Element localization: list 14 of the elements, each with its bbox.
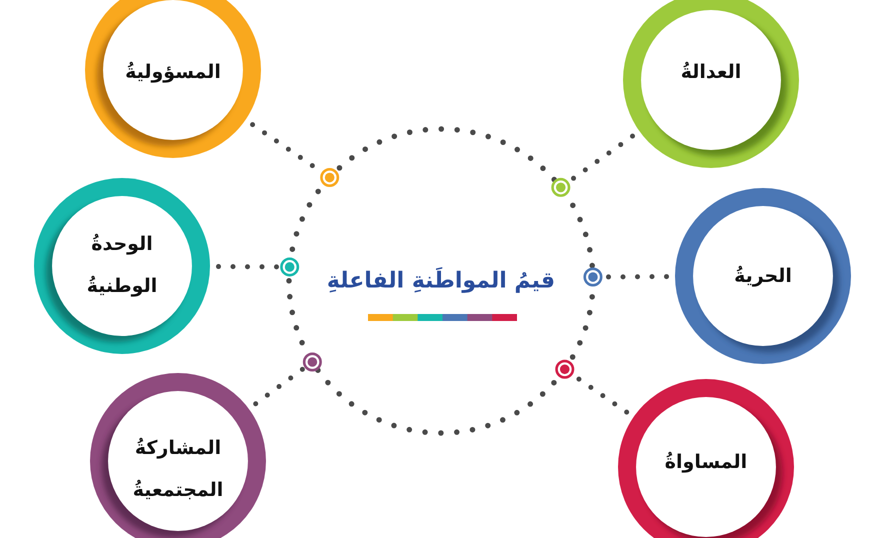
center-title: قيمُ المواطَنةِ الفاعلةِ	[326, 268, 556, 296]
node-label: المشاركةُ المجتمعيةُ	[132, 436, 224, 503]
node-label: الحريةُ	[734, 264, 792, 289]
dotted-circle	[285, 125, 597, 437]
ring-node	[623, 0, 799, 168]
node-label: الوحدةُ الوطنيةُ	[86, 232, 158, 299]
ring-node	[618, 379, 794, 538]
node-label: العدالةُ	[680, 60, 742, 85]
ring-node	[90, 373, 266, 538]
node-label: المساواةُ	[664, 450, 748, 475]
ring-node	[34, 178, 210, 354]
ring-node	[85, 0, 261, 158]
ring-node	[675, 188, 851, 364]
node-label: المسؤوليةُ	[125, 60, 221, 85]
